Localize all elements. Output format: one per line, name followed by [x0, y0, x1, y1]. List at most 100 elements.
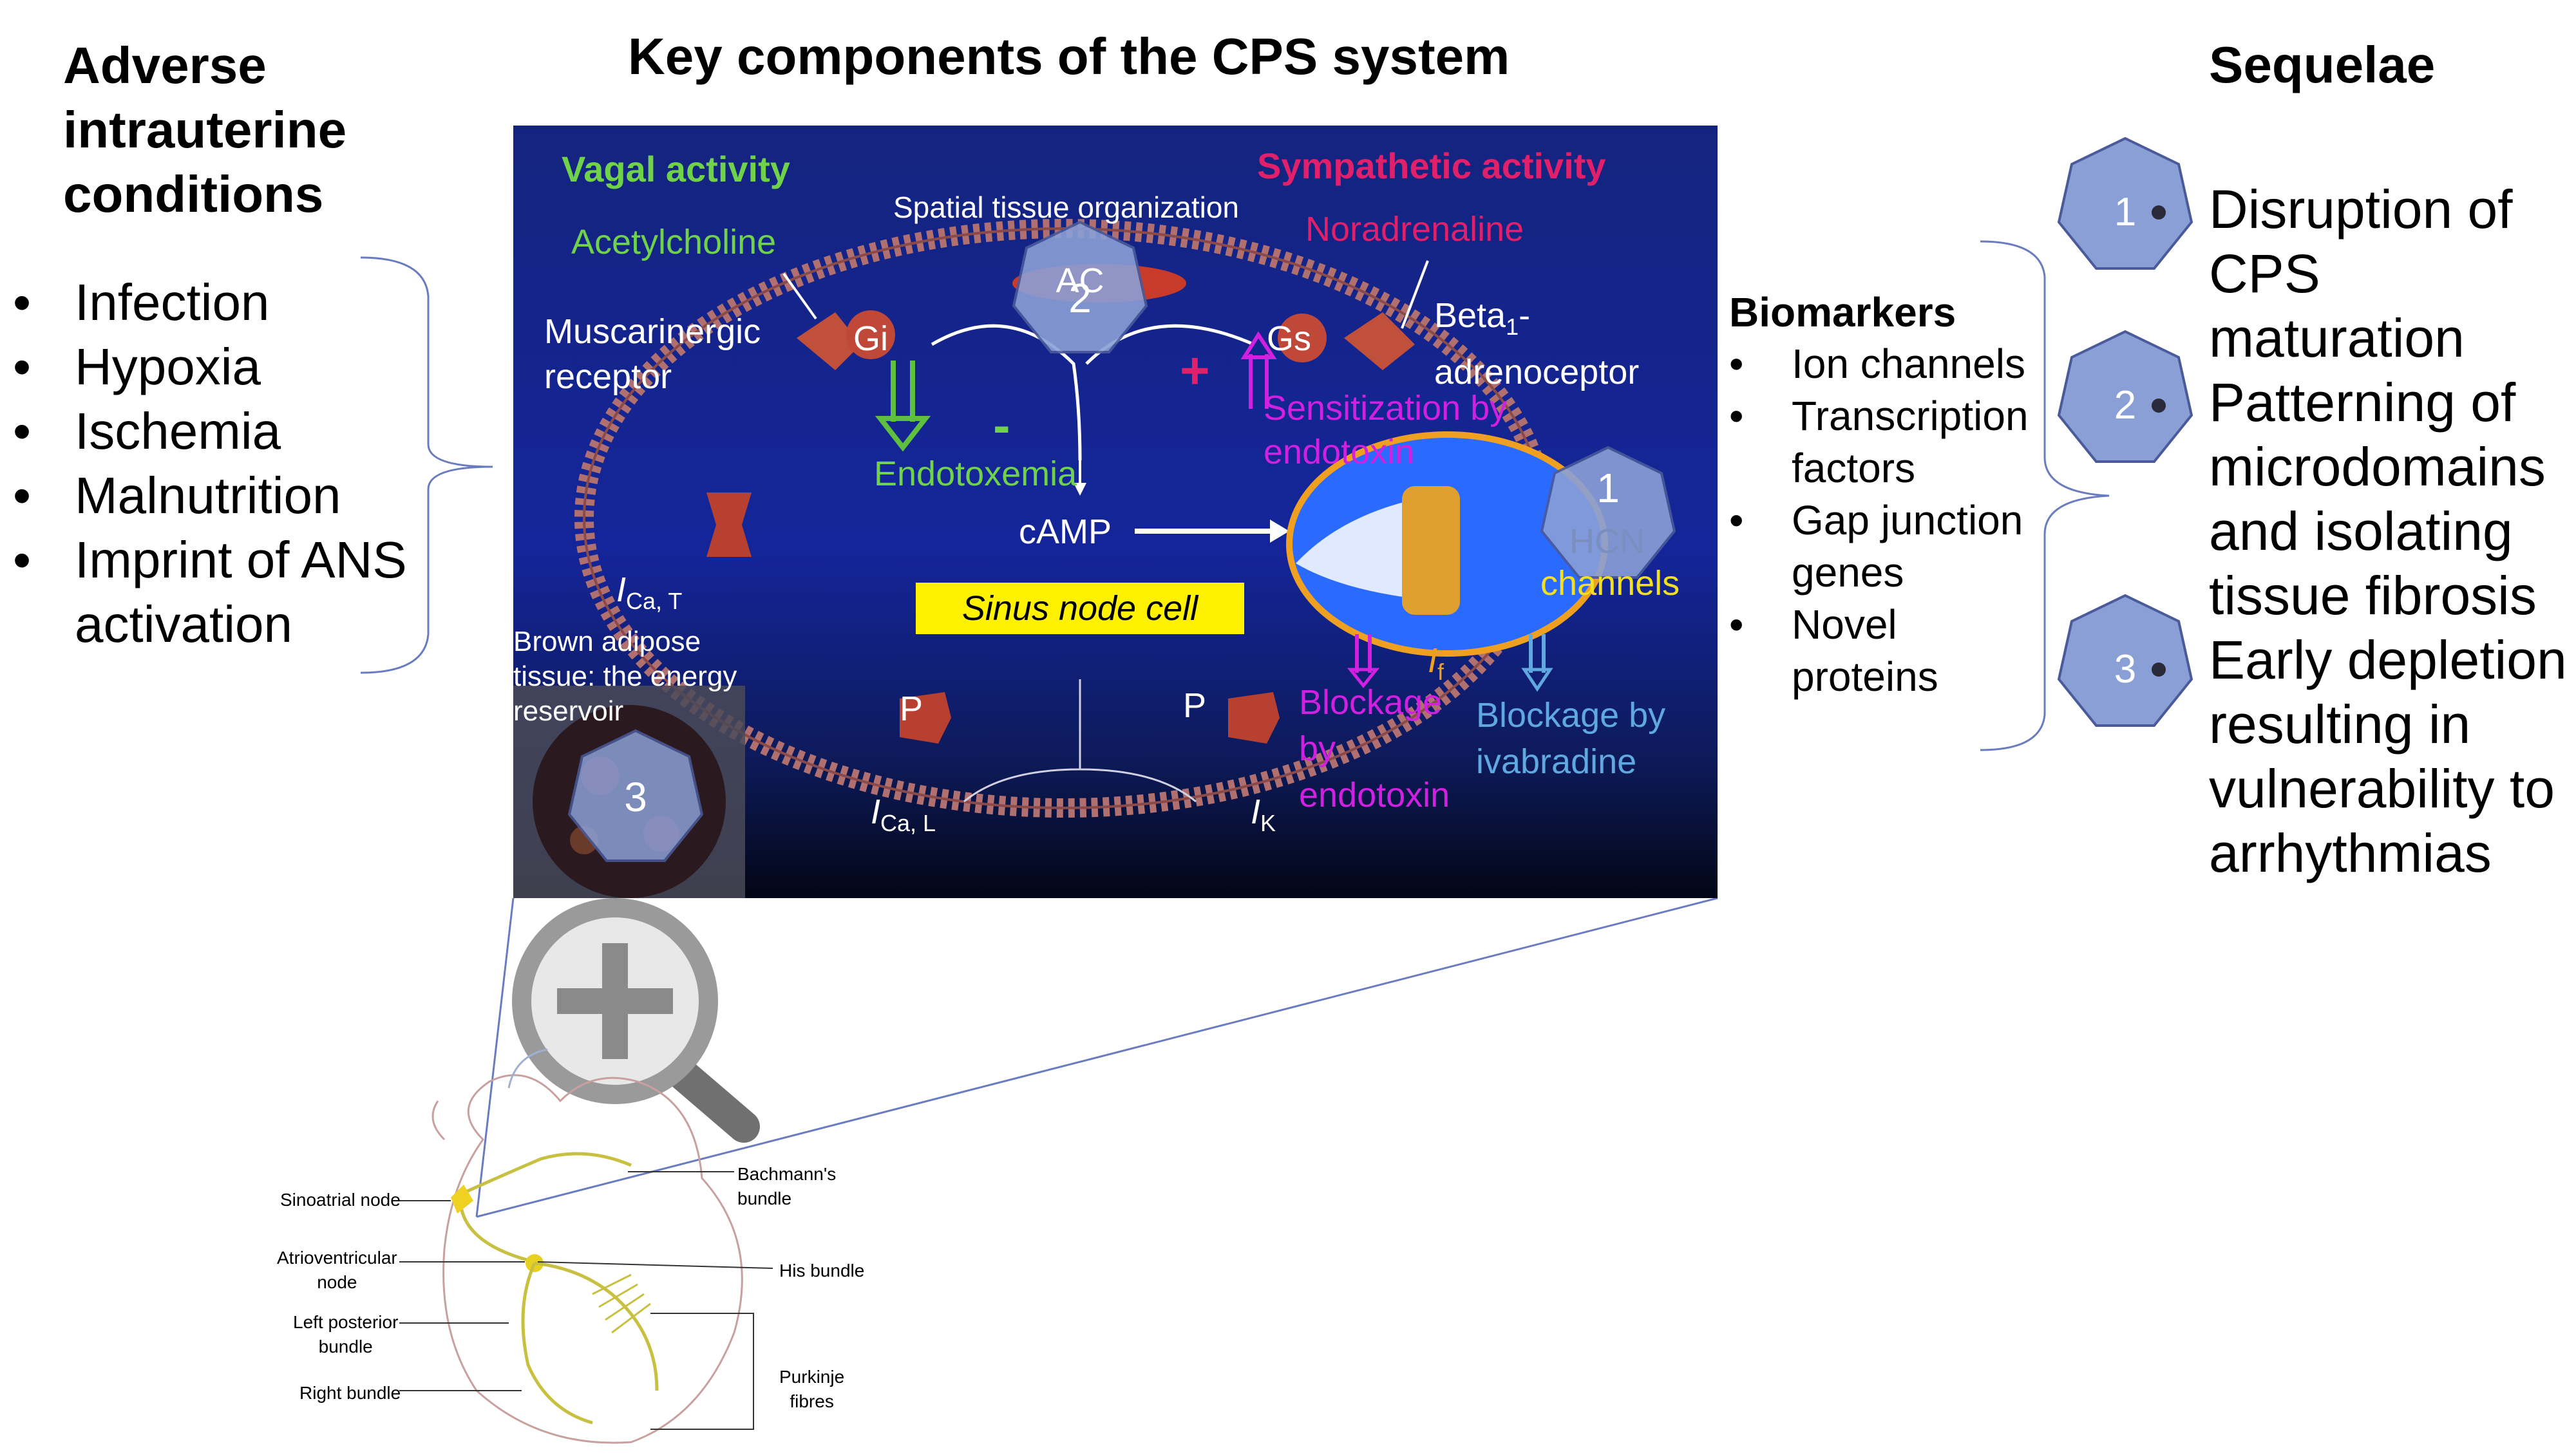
gi-label: Gi — [853, 319, 888, 358]
left-heading: Adverse intrauterine conditions — [63, 37, 347, 223]
list-item: Infection — [13, 270, 407, 335]
biomarkers-list: Ion channels Transcription factors Gap j… — [1729, 338, 2038, 703]
list-item: Patterning of — [2209, 372, 2516, 433]
acetylcholine-label: Acetylcholine — [571, 223, 777, 261]
hcn-label: HCN — [1569, 522, 1645, 561]
panel-graphics: 2 1 3 — [513, 219, 1676, 898]
purkinje-fibres-label: Purkinje fibres — [779, 1367, 845, 1411]
av-node-label: Atrioventricular node — [277, 1248, 397, 1292]
heptagon-2 — [1012, 220, 1148, 353]
endotoxin-blockage-label: Blockage by endotoxin — [1299, 683, 1450, 814]
gi-protein-shape — [846, 310, 895, 359]
seq-heptagon-1-number: 1 — [2114, 190, 2136, 234]
sinoatrial-node-label: Sinoatrial node — [280, 1190, 401, 1210]
list-item: Early depletion — [2209, 630, 2567, 690]
sinus-to-p-lines — [963, 679, 1197, 803]
heptagon-2-number: 2 — [1068, 275, 1092, 321]
his-leader — [537, 1261, 773, 1269]
sympathetic-up-arrow — [1249, 354, 1269, 409]
sa-node-shape — [451, 1185, 473, 1214]
ivabradine-arrow — [1529, 634, 1546, 673]
list-item: Malnutrition — [13, 464, 407, 528]
heart-conduction-diagram — [399, 1048, 773, 1444]
seq-heptagon-3 — [2057, 594, 2193, 727]
internodal-path — [459, 1194, 535, 1264]
list-item: Novel proteins — [1729, 599, 2038, 703]
endotoxemia-label: Endotoxemia — [874, 455, 1077, 493]
p-label-left: P — [900, 690, 923, 728]
gi-pathway-line — [931, 324, 1082, 461]
ivabradine-blockage-label: Blockage by ivabradine — [1476, 696, 1666, 781]
gs-label: Gs — [1267, 319, 1312, 358]
ivabradine-arrowhead — [1521, 668, 1553, 692]
camp-arrowhead — [1074, 483, 1086, 496]
brown-adipose-label: Brown adipose tissue: the energy reservo… — [513, 626, 737, 727]
list-item-continuation: activation — [75, 596, 292, 653]
noradrenaline-pointer — [1401, 260, 1429, 329]
hcn-channel-shape — [1402, 486, 1460, 615]
seq-heptagon-2 — [2057, 330, 2193, 463]
vagal-arrowhead — [875, 416, 931, 452]
endotoxin-block-arrowhead — [1347, 668, 1380, 689]
ik-label: IK — [1251, 793, 1276, 836]
list-item: Transcription factors — [1729, 390, 2038, 494]
bullet — [2152, 205, 2166, 220]
heptagon-1 — [1540, 446, 1676, 579]
p-label-right: P — [1183, 686, 1207, 725]
list-item: maturation — [2209, 308, 2465, 368]
zoom-line-right — [476, 897, 1718, 1218]
heptagon-3-number: 3 — [624, 774, 647, 820]
bullet — [2152, 662, 2166, 677]
minus-sign: - — [993, 397, 1010, 454]
camp-label: cAMP — [1019, 512, 1112, 551]
gs-protein-shape — [1278, 314, 1327, 362]
list-item: Ion channels — [1729, 338, 2038, 390]
plus-sign: + — [1180, 342, 1210, 399]
list-item: and isolating — [2209, 501, 2513, 561]
left-posterior-bundle-label: Left posterior bundle — [293, 1312, 399, 1356]
seq-heptagon-3-number: 3 — [2114, 647, 2136, 691]
list-item: Imprint of ANS — [13, 528, 407, 592]
left-brace — [360, 256, 493, 674]
endotoxin-block-arrow — [1355, 634, 1372, 673]
sequelae-heptagons: 1 2 3 — [2057, 136, 2193, 727]
heart-outline — [442, 1074, 743, 1444]
list-item: arrhythmias — [2209, 823, 2492, 883]
right-bundle-path — [521, 1262, 593, 1425]
bachmanns-bundle-label: Bachmann's bundle — [737, 1164, 837, 1208]
list-item: Disruption of — [2209, 179, 2513, 239]
hcn-channels-label: channels — [1540, 564, 1680, 603]
sinus-node-diagram: 2 1 3 Vagal activity Sympathetic activit… — [513, 126, 1718, 898]
sequelae-list: Disruption of CPS maturation Patterning … — [2209, 177, 2570, 885]
sympathetic-up-arrowhead — [1240, 331, 1277, 359]
sequelae-title: Sequelae — [2209, 36, 2436, 93]
sinus-node-label: Sinus node cell — [916, 583, 1244, 634]
beta-label: Beta1- adrenoceptor — [1434, 296, 1640, 391]
zoom-line-left — [475, 897, 515, 1217]
bachmanns-bundle-path — [459, 1152, 632, 1196]
list-item: Gap junction genes — [1729, 494, 2038, 599]
ca-t-channel-shape — [706, 493, 752, 557]
list-item: Ischemia — [13, 399, 407, 464]
left-bundle-path — [534, 1261, 659, 1391]
heptagon-3 — [567, 729, 704, 862]
seq-heptagon-2-number: 2 — [2114, 383, 2136, 427]
list-item: tissue fibrosis — [2209, 565, 2537, 626]
noradrenaline-label: Noradrenaline — [1305, 210, 1524, 249]
spatial-label: Spatial tissue organization — [893, 191, 1239, 224]
muscarinic-receptor-shape — [797, 312, 861, 370]
camp-to-hcn-arrowhead — [1270, 520, 1289, 543]
vagal-label: Vagal activity — [562, 149, 790, 189]
beta-receptor-shape — [1344, 312, 1415, 370]
his-bundle-label: His bundle — [779, 1261, 865, 1281]
bullet — [2152, 399, 2166, 413]
purkinje-leader — [650, 1313, 754, 1430]
seq-heptagon-1 — [2057, 136, 2193, 270]
list-item: vulnerability to — [2209, 758, 2555, 819]
list-item: resulting in — [2209, 694, 2471, 755]
acetylcholine-pointer — [782, 272, 817, 320]
ica-t-label: ICa, T — [616, 570, 683, 614]
if-label: If — [1428, 641, 1444, 685]
biomarkers-brace — [1980, 240, 2110, 751]
